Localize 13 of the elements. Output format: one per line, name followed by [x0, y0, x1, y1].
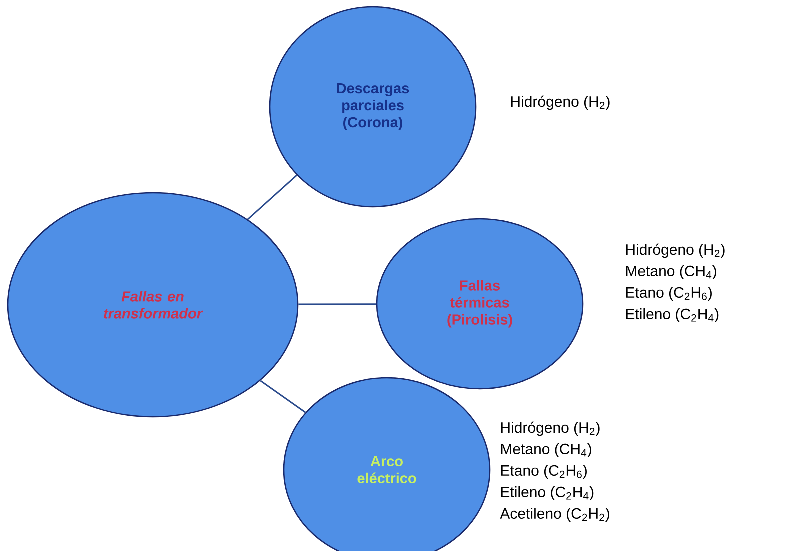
gas-label: Acetileno (C$_{2}$H$_{2}$): [500, 508, 610, 522]
gas-label: Hidrógeno (H$_{2}$): [501, 422, 600, 436]
gas-label: Etano (C$_{2}$H$_{6}$): [501, 465, 587, 479]
gas-label: Hidrógeno (H$_{2}$): [626, 244, 725, 258]
connector-line: [260, 380, 306, 414]
gas-label: Etileno (C$_{2}$H$_{4}$): [501, 486, 594, 500]
connector-line: [247, 174, 298, 220]
connector-line: [298, 304, 376, 306]
gas-label: Etileno (C$_{2}$H$_{4}$): [626, 308, 719, 322]
gas-label: Etano (C$_{2}$H$_{6}$): [626, 287, 712, 301]
gas-label: Metano (CH$_{4}$): [626, 266, 716, 280]
gas-label: Metano (CH$_{4}$): [501, 444, 592, 458]
gas-label: Hidrógeno (H$_{2}$): [511, 96, 610, 110]
